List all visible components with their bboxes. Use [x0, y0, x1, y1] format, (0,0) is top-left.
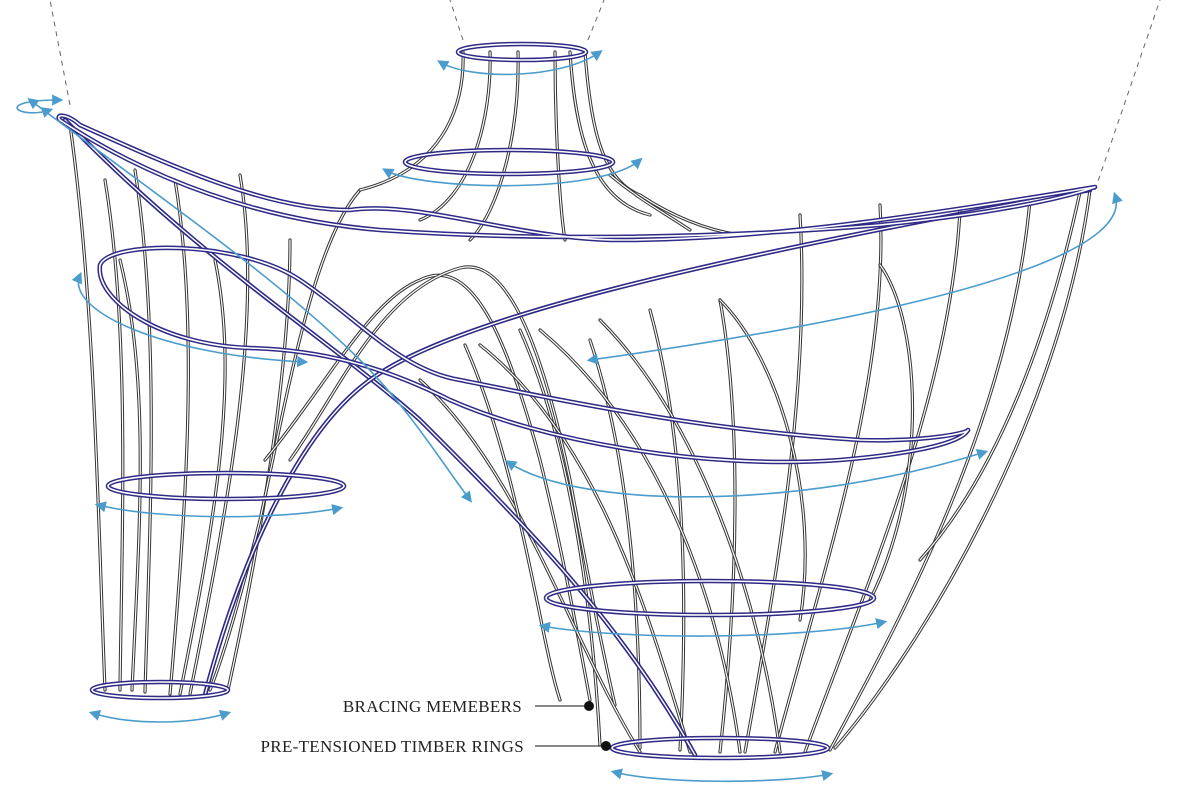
- bracing-member: [598, 318, 782, 754]
- rings-leader-dot: [601, 741, 611, 751]
- bracing-member: [803, 208, 962, 754]
- bracing-member: [538, 328, 742, 754]
- bracing-member: [463, 343, 562, 702]
- primary-diagonal-member: [62, 117, 698, 758]
- label-bracing-members: BRACING MEMEBERS: [342, 697, 522, 716]
- timber-ring: [455, 41, 589, 63]
- rotation-arrow: [505, 448, 989, 498]
- rotation-arrow: [71, 271, 309, 368]
- bracing-member: [648, 308, 686, 752]
- bracing-member: [833, 188, 1092, 750]
- timber-ring: [56, 113, 1098, 243]
- rotation-arrows: [16, 50, 1123, 783]
- rotation-arrow: [27, 97, 473, 503]
- bracing-member: [568, 50, 652, 217]
- bracing-member: [168, 178, 190, 696]
- bracing-member: [743, 213, 804, 754]
- timber-ring: [609, 735, 831, 761]
- bracing-member: [478, 343, 692, 754]
- bracing-member: [918, 190, 1082, 562]
- rotation-arrow: [586, 191, 1123, 365]
- bracing-member: [68, 123, 107, 692]
- hanger-line: [49, 0, 71, 106]
- bracing-member: [263, 273, 592, 702]
- callout-leaders: [535, 701, 611, 751]
- bracing-member: [288, 265, 617, 707]
- hanger-line: [1094, 0, 1161, 191]
- rotation-arrow: [538, 618, 888, 637]
- rotation-arrow: [610, 768, 834, 783]
- timber-ring: [543, 578, 877, 618]
- bracing-member: [588, 338, 642, 750]
- timber-rings: [56, 41, 1098, 761]
- bracing-member: [828, 198, 1032, 752]
- rotation-arrow: [437, 50, 603, 76]
- bracing-member: [518, 328, 602, 747]
- bracing-member: [583, 50, 742, 237]
- bracing-member: [418, 50, 492, 222]
- hanger-line: [449, 0, 464, 41]
- bracing-member: [773, 203, 883, 754]
- rotation-arrow: [88, 710, 232, 723]
- bracing-member: [358, 50, 465, 192]
- timber-ring: [89, 679, 231, 701]
- bracing-member: [553, 50, 567, 242]
- suspension-lines: [49, 0, 1161, 191]
- label-pretensioned-timber-rings: PRE-TENSIONED TIMBER RINGS: [260, 737, 524, 756]
- hanger-line: [587, 0, 605, 41]
- bracing-leader-dot: [584, 701, 594, 711]
- rotation-arrow: [94, 501, 344, 518]
- bracing-member: [208, 188, 362, 692]
